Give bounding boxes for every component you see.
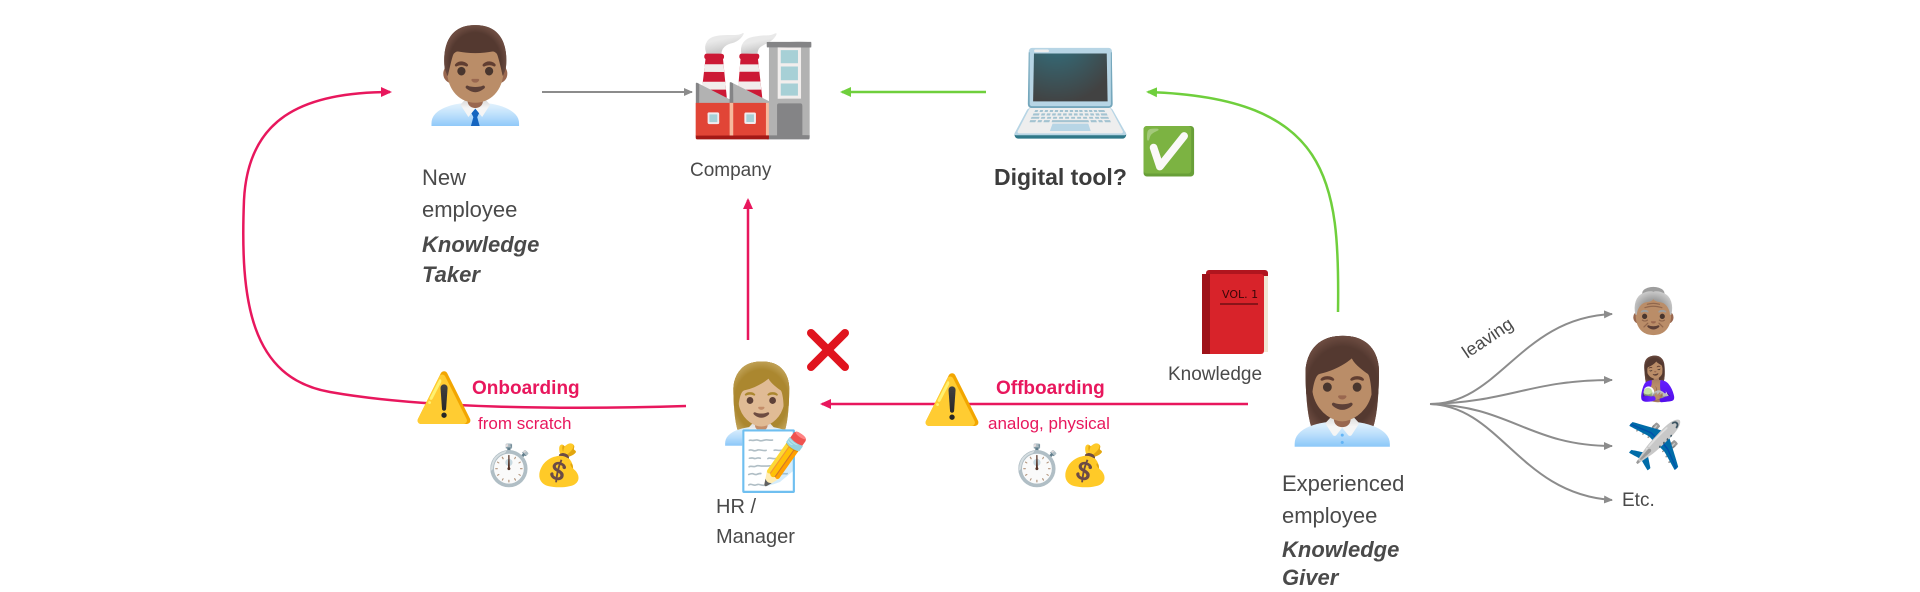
man-office-worker-icon: 👨🏽‍💼 — [418, 22, 533, 129]
laptop-icon: 💻 — [1008, 25, 1133, 142]
woman-office-worker-icon: 👩🏼‍💼 — [714, 359, 809, 448]
hr-manager-label: HR / Manager — [716, 492, 795, 552]
arrow-experienced-to-laptop — [1146, 87, 1340, 313]
money-bag-icon: 💰 — [534, 443, 584, 489]
offboarding-subtitle: analog, physical — [988, 414, 1110, 433]
new-employee-label-line2: employee — [422, 197, 518, 222]
knowledge-taker-role: Knowledge Taker — [422, 230, 539, 290]
book-cover-text: VOL. 1 — [1222, 288, 1258, 301]
arrow-leaving-parent — [1429, 376, 1613, 405]
role-line2: Taker — [422, 262, 480, 287]
new-employee-label-line1: New — [422, 165, 467, 190]
breastfeeding-icon: 🤱🏽 — [1630, 354, 1683, 403]
stopwatch-icon: ⏱️ — [1012, 443, 1062, 489]
giver-role-line1: Knowledge — [1282, 537, 1400, 562]
factory-icon: 🏭 — [688, 21, 818, 143]
arrow-leaving-travel — [1429, 403, 1613, 450]
memo-pencil-icon: 📝 — [738, 427, 811, 495]
knowledge-giver-role: Knowledge Giver — [1282, 536, 1399, 592]
arrow-leaving-old-woman — [1429, 310, 1613, 405]
cross-mark-icon — [806, 328, 850, 372]
check-mark-button-icon: ✅ — [1140, 124, 1198, 178]
stopwatch-icon: ⏱️ — [484, 443, 534, 489]
knowledge-label: Knowledge — [1168, 364, 1263, 385]
arrow-leaving-etc — [1429, 403, 1613, 504]
woman-office-worker-icon: 👩🏽‍💼 — [1280, 333, 1405, 450]
hr-label-line1: HR / — [716, 496, 756, 518]
experienced-label-line2: employee — [1282, 503, 1378, 528]
experienced-employee-label: Experienced employee — [1282, 468, 1404, 532]
etc-label: Etc. — [1622, 490, 1655, 511]
red-book-icon: VOL. 1 — [1196, 268, 1272, 356]
offboarding-title: Offboarding — [996, 378, 1105, 399]
onboarding-subtitle: from scratch — [478, 414, 572, 433]
giver-role-line2: Giver — [1282, 565, 1339, 590]
role-line1: Knowledge — [422, 232, 540, 257]
money-bag-icon: 💰 — [1060, 443, 1110, 489]
old-woman-icon: 👵🏽 — [1626, 286, 1681, 337]
experienced-label-line1: Experienced — [1282, 471, 1405, 496]
warning-icon: ⚠️ — [922, 372, 982, 428]
digital-tool-label: Digital tool? — [994, 164, 1127, 190]
onboarding-title: Onboarding — [472, 378, 580, 399]
hr-label-line2: Manager — [716, 526, 795, 548]
warning-icon: ⚠️ — [414, 370, 474, 426]
airplane-icon: ✈️ — [1626, 418, 1684, 472]
new-employee-label: New employee — [422, 162, 517, 226]
company-label: Company — [690, 160, 772, 181]
arrow-onboarding — [242, 87, 687, 410]
